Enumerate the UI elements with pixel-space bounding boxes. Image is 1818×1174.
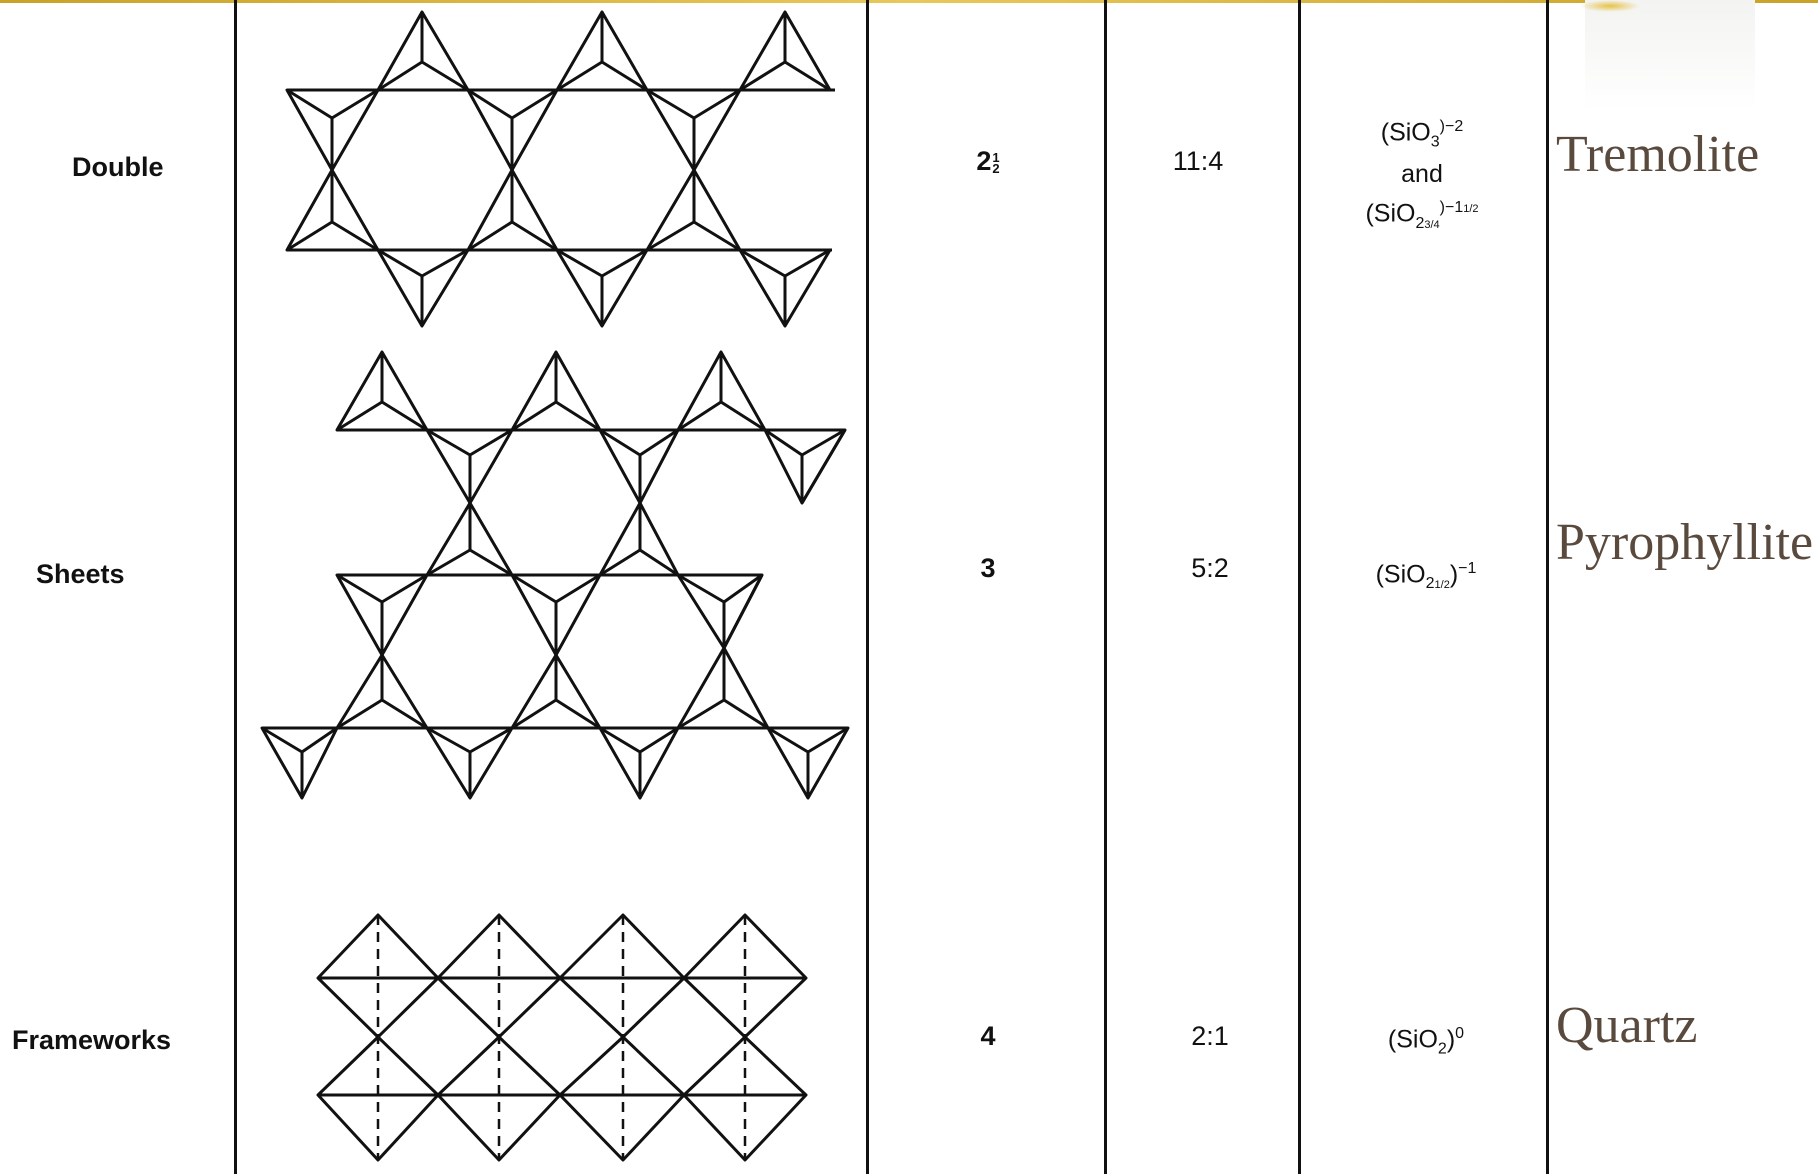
double-chain-tetrahedra [287,12,835,326]
framework-tetrahedra [318,915,806,1160]
sheet-tetrahedra [262,352,848,798]
